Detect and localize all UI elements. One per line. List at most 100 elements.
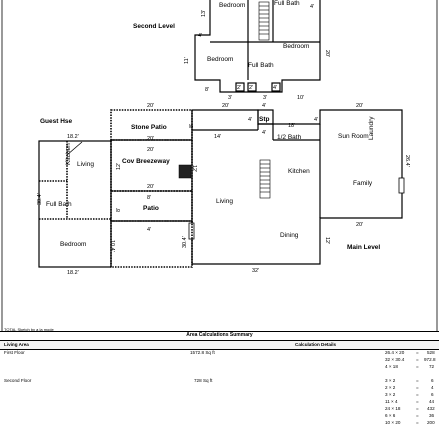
summary-title: Area Calculations Summary [186, 332, 253, 338]
dim-20g: 20' [356, 222, 363, 228]
calc-row: 6 × 6 = 36 [0, 413, 439, 419]
calc-val: 44 [429, 399, 435, 404]
calc-row: 2 × 2 = 4 [0, 385, 439, 391]
dim-20b: 20' [147, 103, 154, 109]
dim-3a: 3' [228, 95, 232, 101]
dim-2a: 2' [237, 85, 241, 91]
calc-val: 972.8 [424, 357, 436, 362]
area-summary: Area Calculations Summary Living Area Ca… [0, 331, 439, 433]
room-laundry: Laundry [368, 116, 375, 140]
room-kitchen-main: Kitchen [288, 168, 310, 175]
room-bedroom-top: Bedroom [219, 2, 245, 9]
dim-26-4: 26.4' [404, 155, 410, 167]
calc-eq: = [416, 406, 419, 411]
guest-house-outline [38, 140, 112, 268]
room-patio: Patio [143, 205, 159, 212]
area-value: 1572.8 Sq ft [190, 350, 215, 355]
calc-expr: 3 × 2 [385, 392, 396, 397]
calc-row: 10 × 20 = 200 [0, 420, 439, 426]
calc-eq: = [416, 385, 419, 390]
calc-eq: = [416, 364, 419, 369]
room-full-bath-guest: Full Bath [46, 201, 72, 208]
header-living-area: Living Area [4, 342, 29, 347]
area-row-second: Second Floor 728 Sq ft [0, 378, 439, 384]
room-cov-breezeway: Cov Breezeway [122, 158, 170, 165]
calc-row: 3 × 2 = 6 [0, 392, 439, 398]
calc-eq: = [416, 378, 419, 383]
dim-20d: 20' [147, 147, 154, 153]
area-value: 728 Sq ft [194, 378, 213, 383]
dim-11: 11' [184, 57, 190, 64]
second-level-outline [194, 0, 321, 93]
dim-18: 18' [288, 123, 295, 129]
calc-expr: 3 × 2 [385, 378, 396, 383]
room-bedroom-left: Bedroom [207, 56, 233, 63]
dim-13: 13' [201, 10, 207, 17]
calc-val: 6 [431, 392, 434, 397]
calc-expr: 24 × 18 [385, 406, 401, 411]
room-full-bath-top: Full Bath [274, 0, 300, 7]
room-half-bath: 1/2 Bath [277, 134, 302, 141]
calc-expr: 4 × 18 [385, 364, 398, 369]
calc-row: 24 × 18 = 432 [0, 406, 439, 412]
calc-expr: 6 × 6 [385, 413, 396, 418]
dim-30-4a: 30.4' [182, 236, 188, 248]
dim-4d: 4' [262, 103, 266, 109]
dim-14: 14' [214, 134, 221, 140]
calc-expr: 11 × 4 [385, 399, 398, 404]
calc-val: 528 [427, 350, 435, 355]
label-guest-hse: Guest Hse [40, 118, 73, 125]
room-sun-room: Sun Room [338, 133, 369, 140]
room-living-guest: Living [77, 161, 94, 168]
calc-expr: 10 × 20 [385, 420, 401, 425]
calc-eq: = [416, 357, 419, 362]
dim-30-4b: 30.4' [37, 193, 43, 205]
door-living [188, 222, 195, 240]
dim-12: 12' [116, 163, 122, 170]
calc-val: 6 [431, 378, 434, 383]
room-stp: Stp [259, 116, 270, 123]
dim-20c: 20' [147, 136, 154, 142]
area-name: First Floor [4, 350, 25, 355]
dim-12-side: 12' [191, 165, 197, 172]
dim-8d: 8' [116, 208, 122, 212]
dim-4f: 4' [262, 130, 266, 136]
door-family [398, 177, 405, 194]
calc-eq: = [416, 350, 419, 355]
calc-val: 4 [431, 385, 434, 390]
dim-18-2a: 18.2' [67, 134, 79, 140]
calc-val: 432 [427, 406, 435, 411]
calc-eq: = [416, 399, 419, 404]
dim-8b: 8' [189, 124, 195, 128]
dim-3b: 3' [263, 95, 267, 101]
dim-20a: 20' [222, 103, 229, 109]
room-dining: Dining [280, 232, 299, 239]
dim-4e: 4' [248, 117, 252, 123]
dim-20e: 20' [147, 184, 154, 190]
room-stone-patio: Stone Patio [131, 124, 167, 131]
dim-d4h: 4' [147, 227, 151, 233]
calc-row: 4 × 18 = 72 [0, 364, 439, 370]
label-main-level: Main Level [347, 244, 380, 251]
room-full-bath-mid: Full Bath [248, 62, 274, 69]
dim-4a: 4' [310, 4, 314, 10]
dim-20f: 20' [356, 103, 363, 109]
header-calc-details: Calculation Details [295, 342, 337, 347]
room-bedroom-guest: Bedroom [60, 241, 86, 248]
dim-4b: 4' [198, 33, 202, 39]
floor-plan-sketch: Second Level Bedroom Full Bath Bedroom B… [1, 0, 438, 331]
calc-val: 36 [429, 413, 435, 418]
calc-row: 3 × 2 = 6 [0, 378, 439, 384]
door-swing-guest [66, 141, 83, 156]
calc-eq: = [416, 420, 419, 425]
fireplace [178, 164, 192, 179]
dim-32: 32' [252, 268, 259, 274]
area-name: Second Floor [4, 378, 32, 383]
guest-house-interior [39, 141, 111, 220]
calc-expr: 26.4 × 20 [385, 350, 405, 355]
calc-expr: 32 × 30.4 [385, 357, 405, 362]
calc-val: 200 [427, 420, 435, 425]
dim-4c: 4' [273, 85, 277, 91]
summary-header: Living Area Calculation Details [0, 340, 439, 350]
dim-10-4: 10.4' [109, 240, 115, 252]
